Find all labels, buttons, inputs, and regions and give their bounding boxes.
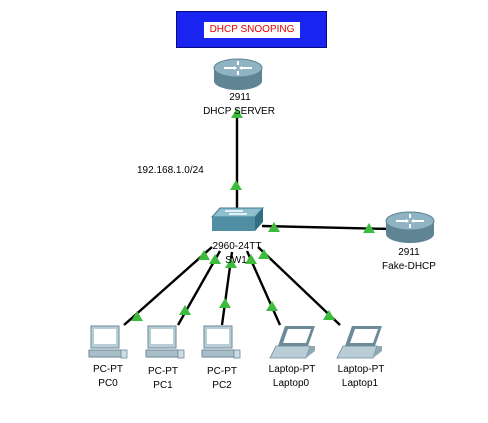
link-switch-fake-dhcp[interactable] (261, 224, 393, 231)
laptop-icon[interactable] (336, 326, 382, 359)
pc2-model: PC-PT (207, 366, 237, 377)
link-up-icon (131, 311, 143, 321)
link-up-icon (268, 222, 280, 232)
link-up-icon (219, 298, 231, 308)
link-up-icon (363, 223, 375, 233)
router-icon[interactable] (213, 58, 263, 90)
pc0-model: PC-PT (93, 364, 123, 375)
dhcp-server-model: 2911 (229, 92, 251, 103)
fake-dhcp-name: Fake-DHCP (382, 261, 436, 272)
link-up-icon (266, 301, 278, 311)
link-up-icon (179, 305, 191, 315)
switch-name: SW1 (225, 255, 247, 266)
pc0-name: PC0 (98, 378, 118, 389)
laptop1-name: Laptop1 (341, 378, 379, 389)
link-switch-pc0[interactable] (123, 246, 213, 326)
switch-icon[interactable] (210, 207, 265, 231)
laptop-icon[interactable] (269, 326, 315, 359)
title-banner: DHCP SNOOPING (176, 11, 327, 48)
pc-icon[interactable] (88, 325, 128, 359)
link-up-icon (323, 310, 335, 320)
link-status-indicators (131, 108, 375, 321)
pc-icon[interactable] (201, 325, 241, 359)
link-up-icon (209, 254, 221, 264)
link-up-icon (230, 180, 242, 190)
pc-icon[interactable] (145, 325, 185, 359)
pc1-name: PC1 (153, 380, 173, 391)
fake-dhcp-model: 2911 (398, 247, 420, 258)
laptop0-name: Laptop0 (272, 378, 310, 389)
link-up-icon (258, 249, 270, 259)
link-up-icon (231, 108, 243, 118)
pc1-model: PC-PT (148, 366, 178, 377)
laptop0-model: Laptop-PT (268, 364, 316, 375)
link-switch-laptop1[interactable] (257, 246, 341, 326)
switch-model: 2960-24TT (212, 241, 262, 252)
link-up-icon (225, 258, 237, 268)
link-up-icon (245, 254, 257, 264)
link-up-icon (198, 250, 210, 260)
laptop1-model: Laptop-PT (337, 364, 385, 375)
pc2-name: PC2 (212, 380, 232, 391)
network-label: 192.168.1.0/24 (137, 165, 204, 176)
router-icon[interactable] (385, 211, 435, 243)
diagram-title: DHCP SNOOPING (204, 22, 300, 38)
dhcp-server-name: DHCP SERVER (203, 106, 275, 117)
